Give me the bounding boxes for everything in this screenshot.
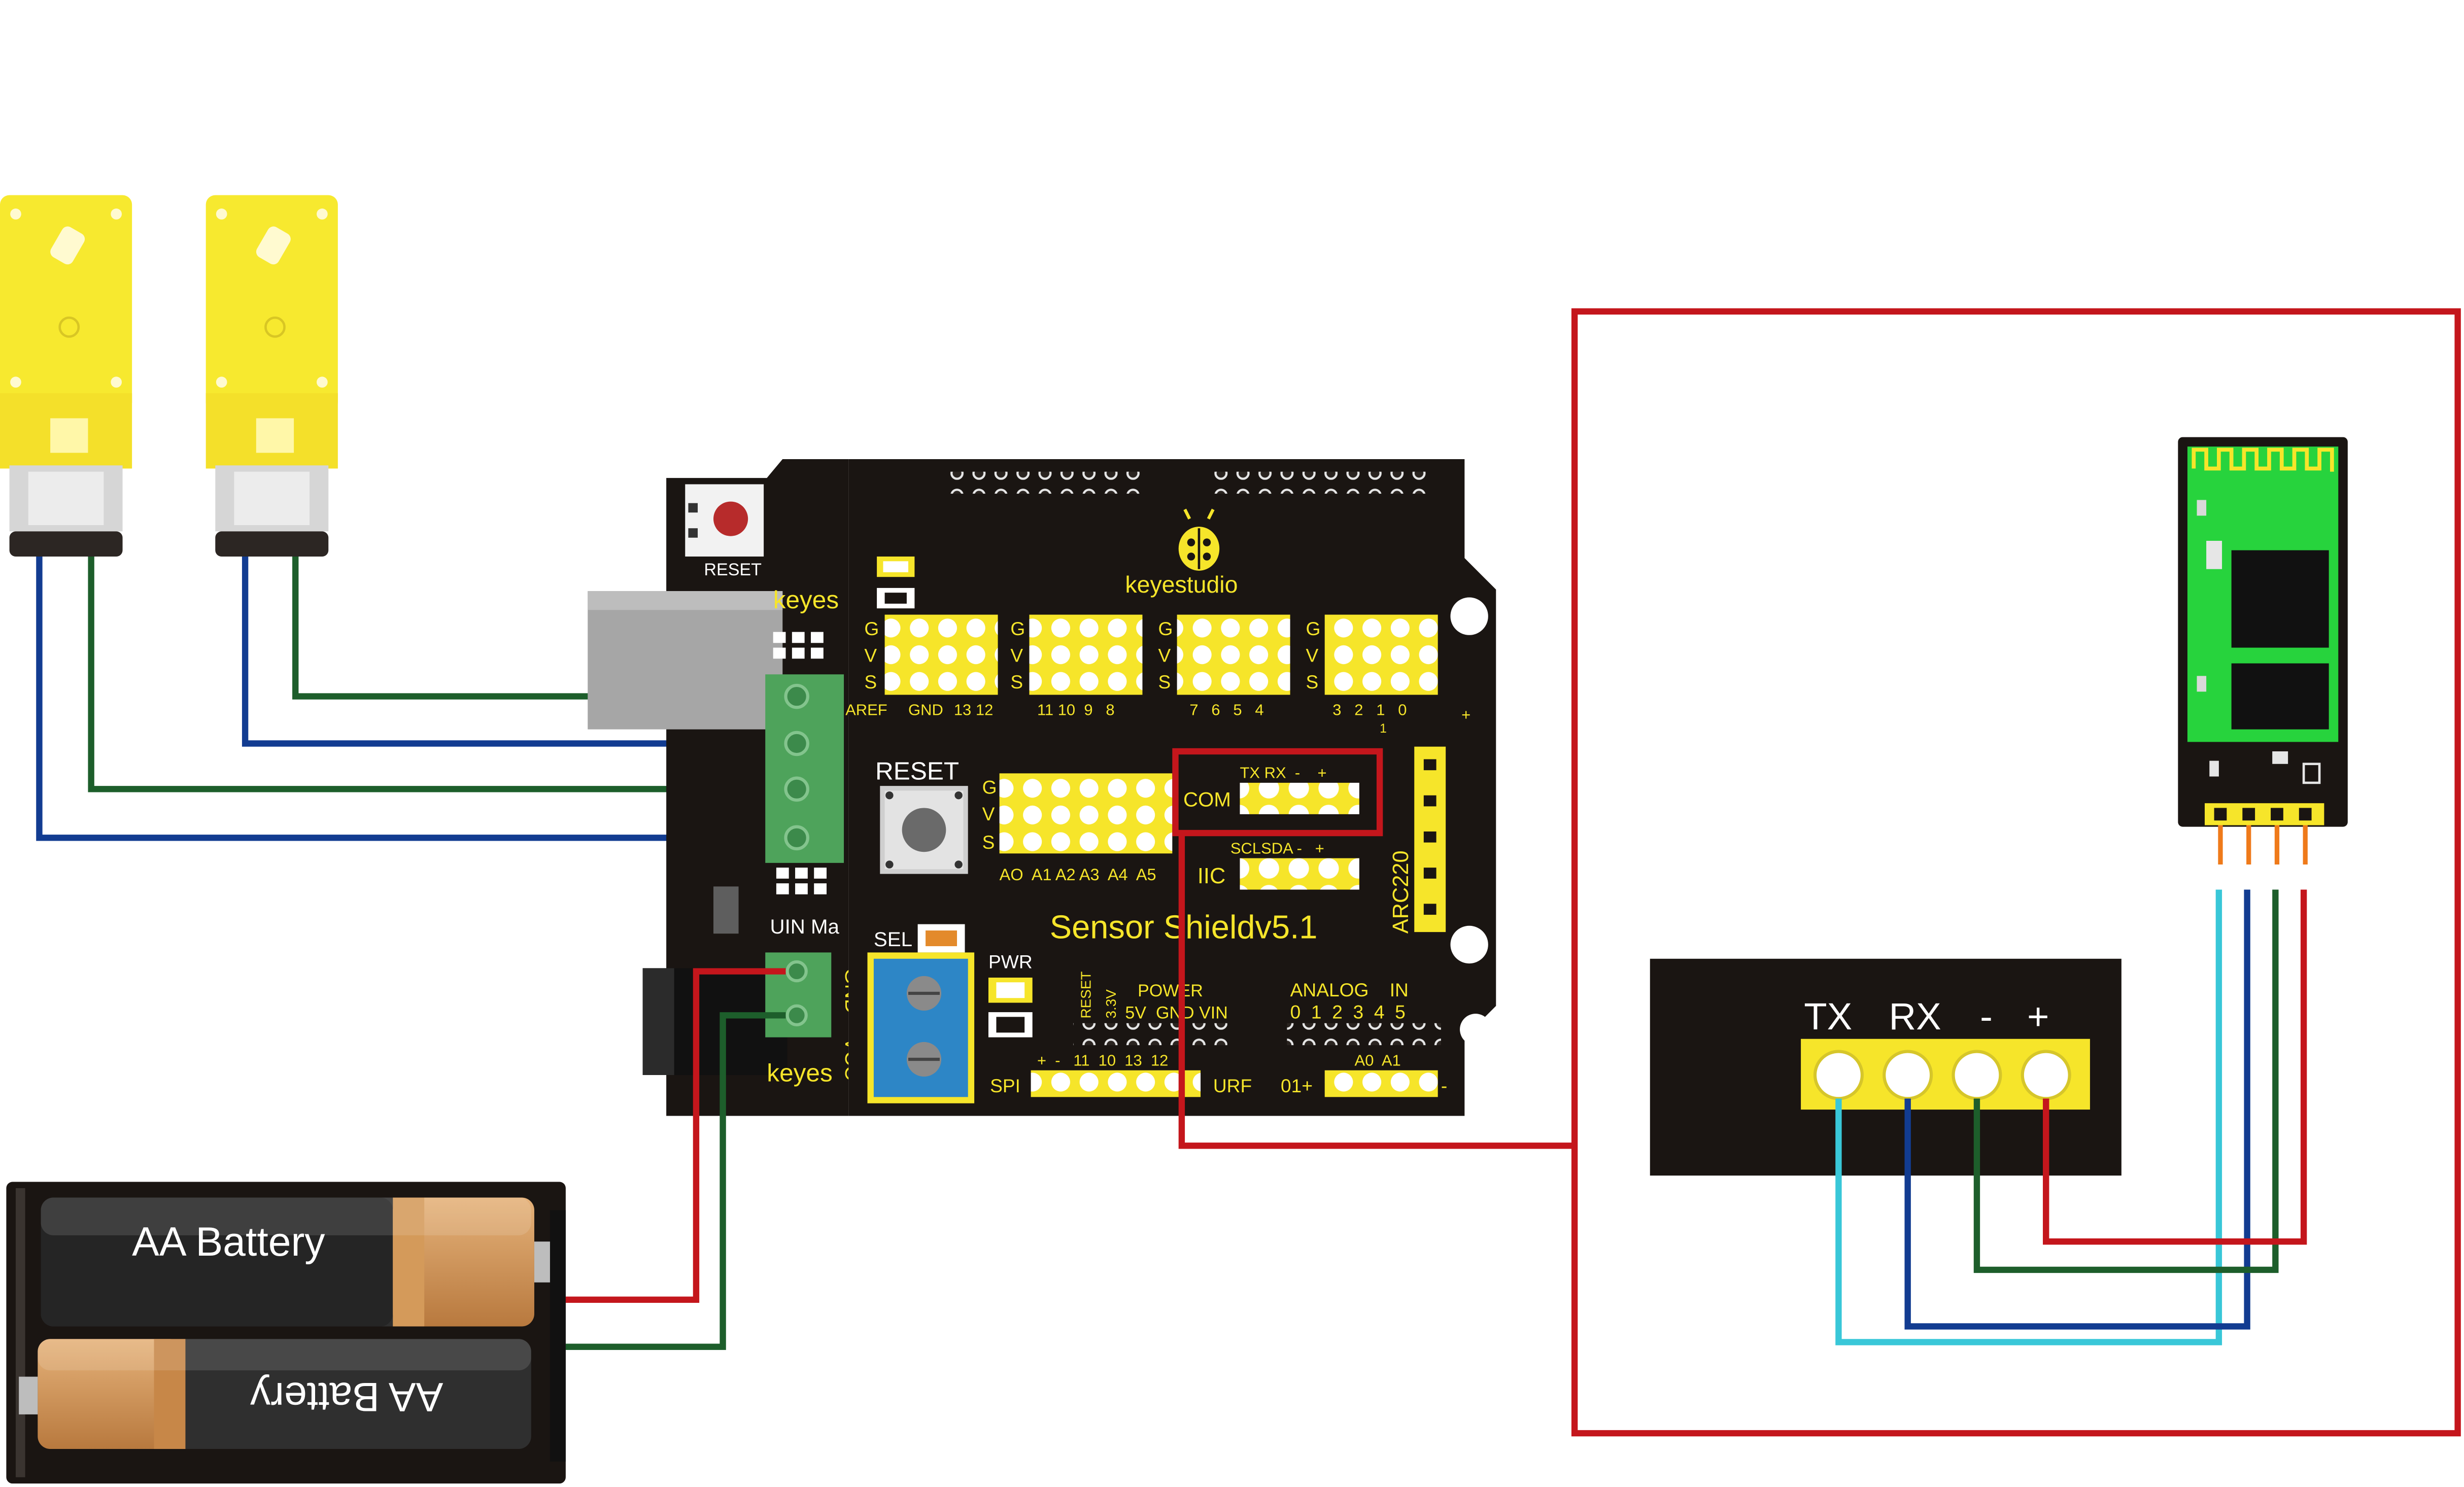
- v33-vertical-label: 3.3V: [1103, 989, 1119, 1019]
- pins-7-4-label: 7 6 5 4: [1189, 701, 1263, 719]
- arc220-label: ARC220: [1389, 850, 1413, 933]
- keyestudio-logo-icon: [1178, 508, 1220, 571]
- analog-in-label: ANALOG IN: [1290, 979, 1409, 1000]
- power-pins-label: 5V GND VIN: [1125, 1003, 1227, 1022]
- urf-label: URF: [1213, 1075, 1252, 1096]
- uno-reset-label: RESET: [704, 560, 762, 579]
- minus-label-bottom: -: [1441, 1075, 1447, 1096]
- iic-label: IIC: [1197, 864, 1225, 888]
- wire-bt-cyan: [1835, 889, 2222, 1345]
- battery-top-label: AA Battery: [132, 1219, 325, 1265]
- one-label: 1: [1380, 722, 1387, 736]
- spi-label: SPI: [990, 1075, 1020, 1096]
- iic-pins-label: SCLSDA - +: [1230, 839, 1324, 857]
- gvs-s-a: S: [982, 832, 995, 853]
- header-minus-label: -: [1980, 995, 1993, 1038]
- gvs-v-a: V: [982, 803, 995, 824]
- wire-motor-left-blue: [36, 556, 786, 841]
- reset-vertical-label: RESET: [1078, 972, 1093, 1019]
- power-label: POWER: [1138, 981, 1203, 1000]
- spi-pin-header: [1031, 1070, 1201, 1097]
- wire-battery-green: [565, 1012, 786, 1350]
- bluetooth-callout-frame: [1571, 308, 2461, 1437]
- iic-pin-header: [1240, 858, 1359, 890]
- battery-top: AA Battery: [41, 1197, 554, 1327]
- motor-left: [0, 195, 132, 557]
- wire-motor-left-green: [88, 556, 786, 792]
- gvs-g-4: G: [1306, 618, 1321, 639]
- wire-battery-red: [565, 968, 786, 1303]
- gvs-g-2: G: [1010, 618, 1025, 639]
- gvs-s-2: S: [1010, 671, 1023, 693]
- callout-line: [1178, 833, 1575, 1149]
- uin-label: UIN Ma: [770, 915, 839, 938]
- wire-bt-red: [2043, 889, 2307, 1245]
- pins-11-8-label: 11 10 9 8: [1037, 701, 1115, 719]
- battery-bottom-label: AA Battery: [250, 1374, 443, 1420]
- gvs-g-3: G: [1158, 618, 1173, 639]
- com-pins-label: TX RX - +: [1240, 764, 1326, 782]
- battery-wires: [565, 968, 786, 1350]
- gvs-v-4: V: [1306, 644, 1319, 666]
- shield-brand: keyestudio: [1125, 571, 1238, 598]
- header-tx-label: TX: [1804, 995, 1852, 1038]
- motor-wires: [36, 556, 786, 841]
- zoomed-com-header: TX RX - +: [1650, 958, 2121, 1176]
- wire-motor-right-blue: [242, 556, 786, 747]
- gnd-label: GND: [908, 701, 943, 719]
- gvs-g-1: G: [864, 618, 879, 639]
- com-highlight-frame: [1172, 748, 1383, 837]
- header-rx-label: RX: [1889, 995, 1941, 1038]
- reset-button[interactable]: [880, 786, 968, 874]
- power-screw-terminal: [867, 952, 975, 1103]
- gvs-s-3: S: [1158, 671, 1171, 693]
- sensor-shield: keyestudio G V S G V S G V S G V S AREF …: [845, 459, 1496, 1116]
- analog-pins-label: AO A1 A2 A3 A4 A5: [1000, 866, 1156, 884]
- gvs-g-a: G: [982, 777, 997, 798]
- analog-pin-headers: [999, 773, 1173, 854]
- pins-13-12-label: 13 12: [954, 701, 993, 719]
- com-label: COM: [1183, 788, 1231, 811]
- wire-bt-green: [1973, 889, 2279, 1273]
- analog-nums-label: 0 1 2 3 4 5: [1290, 1001, 1406, 1022]
- pins-3-0-label: 3 2 1 0: [1332, 701, 1407, 719]
- header-plus-label: +: [2027, 995, 2049, 1038]
- urf-pin-header: [1324, 1070, 1438, 1097]
- spi-pins-label: + - 11 10 13 12: [1037, 1051, 1168, 1069]
- battery-pack: AA Battery AA Battery: [6, 1182, 566, 1484]
- a0a1-label: A0 A1: [1355, 1051, 1401, 1069]
- reset-button-label: RESET: [875, 757, 959, 785]
- aref-label: AREF: [845, 701, 887, 719]
- gvs-s-1: S: [864, 671, 877, 693]
- bluetooth-wires: [1835, 889, 2307, 1345]
- uno-board: RESET keyes keyes UIN Ma GND VCC: [588, 459, 864, 1116]
- arc220-header: [1414, 746, 1446, 932]
- gvs-v-1: V: [864, 644, 877, 666]
- zero-one-label: 01+: [1281, 1075, 1313, 1096]
- uno-brand-top: keyes: [773, 585, 839, 614]
- motor-right: [206, 195, 338, 557]
- sel-switch[interactable]: [917, 924, 965, 953]
- sel-label: SEL: [874, 928, 912, 951]
- com-pin-header: [1240, 782, 1359, 814]
- gvs-s-4: S: [1306, 671, 1319, 693]
- wire-bt-blue: [1904, 889, 2250, 1330]
- plus-label-top: +: [1461, 706, 1470, 723]
- bluetooth-module: [2178, 437, 2348, 864]
- uno-brand-bottom: keyes: [767, 1058, 832, 1087]
- pwr-label: PWR: [988, 951, 1033, 972]
- battery-bottom: AA Battery: [19, 1339, 531, 1449]
- digital-pin-headers: [884, 614, 1438, 695]
- gvs-v-2: V: [1010, 644, 1023, 666]
- gvs-v-3: V: [1158, 644, 1171, 666]
